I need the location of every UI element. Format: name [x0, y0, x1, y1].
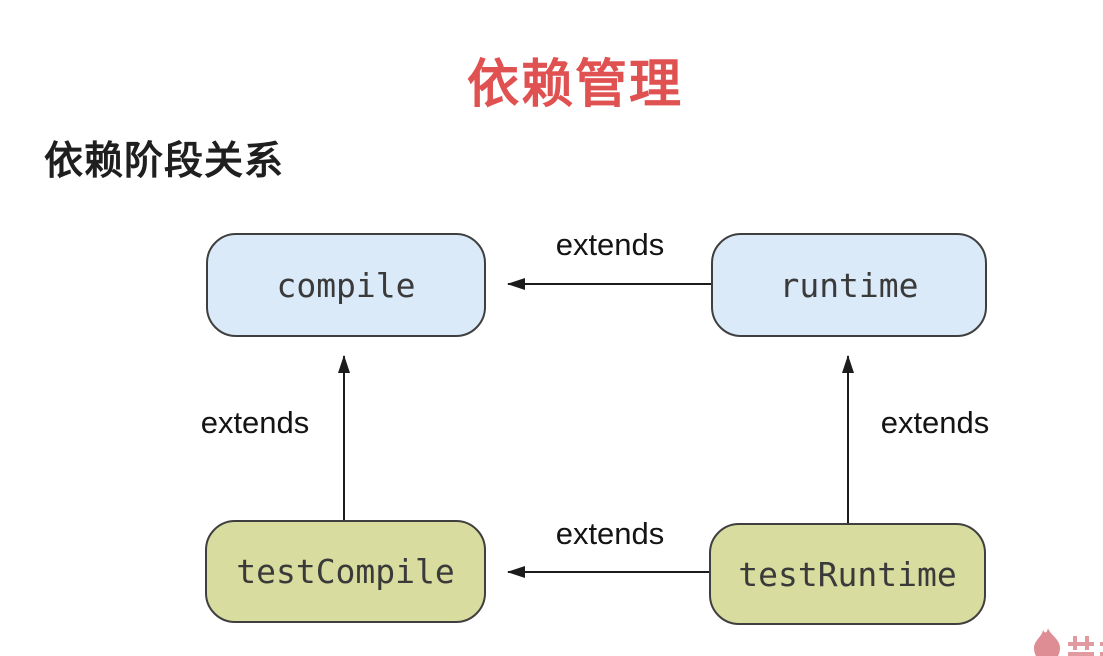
node-testruntime: testRuntime — [709, 523, 986, 625]
node-label: compile — [276, 265, 416, 305]
node-label: testCompile — [236, 552, 455, 591]
node-compile: compile — [206, 233, 486, 337]
section-heading: 依赖阶段关系 — [44, 140, 285, 183]
node-label: testRuntime — [738, 554, 957, 594]
node-testcompile: testCompile — [205, 520, 486, 623]
edge-label-extends-right: extends — [880, 405, 990, 440]
edge-label-extends-top: extends — [555, 227, 665, 262]
flame-icon — [1034, 628, 1103, 656]
page-title: 依赖管理 — [466, 56, 683, 114]
node-runtime: runtime — [711, 233, 987, 337]
node-label: runtime — [779, 265, 919, 305]
edge-label-extends-bottom: extends — [555, 516, 665, 551]
edge-label-extends-left: extends — [200, 405, 310, 440]
watermark-logo — [1028, 620, 1103, 656]
